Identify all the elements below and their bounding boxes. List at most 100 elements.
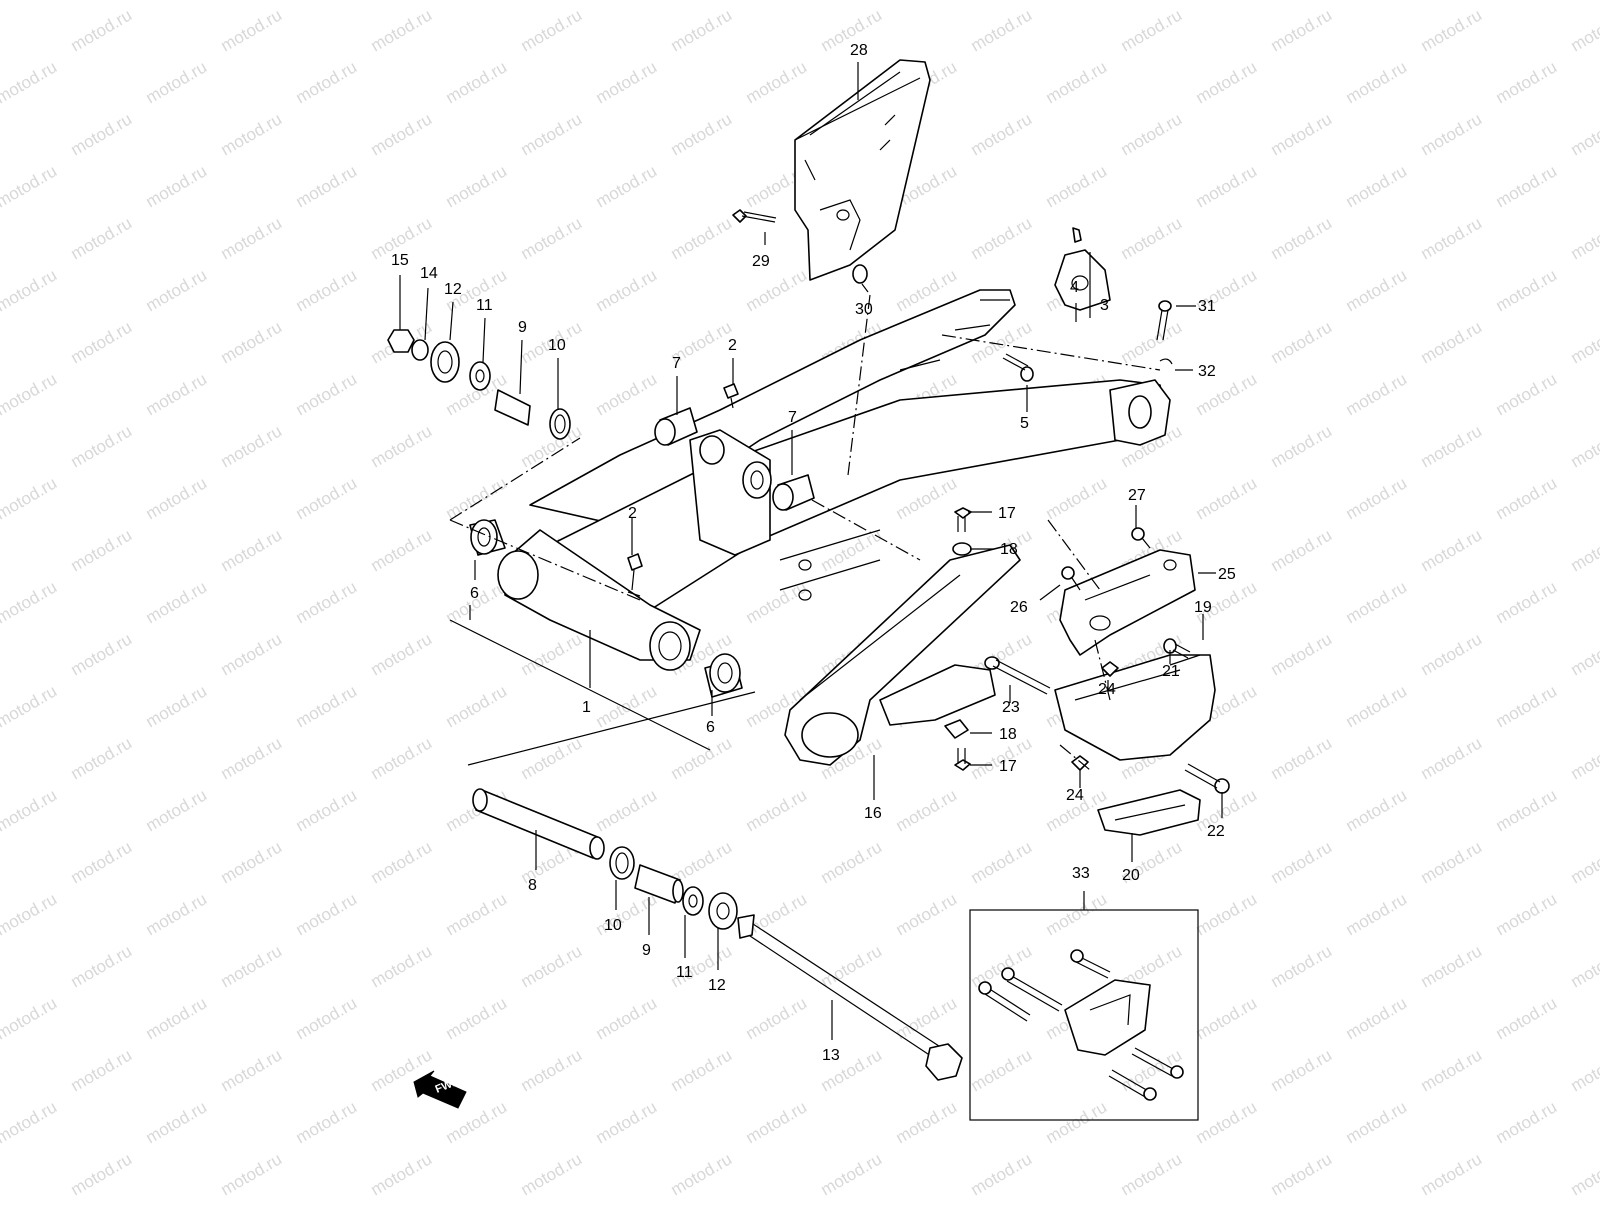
watermark-text: motod.ru — [1268, 837, 1336, 887]
watermark-text: motod.ru — [1493, 369, 1561, 419]
watermark-text: motod.ru — [143, 473, 211, 523]
watermark-text: motod.ru — [1043, 57, 1111, 107]
watermark-text: motod.ru — [368, 421, 436, 471]
callout-10b: 10 — [604, 917, 622, 934]
callout-20: 20 — [1122, 867, 1140, 884]
watermark-text: motod.ru — [1418, 629, 1486, 679]
watermark-text: motod.ru — [1268, 317, 1336, 367]
watermark-text: motod.ru — [968, 109, 1036, 159]
watermark-text: motod.ru — [68, 629, 136, 679]
watermark-text: motod.ru — [1493, 265, 1561, 315]
callout-9a: 9 — [518, 319, 527, 336]
watermark-text: motod.ru — [818, 525, 886, 575]
watermark-text: motod.ru — [143, 681, 211, 731]
watermark-text: motod.ru — [1343, 993, 1411, 1043]
watermark-text: motod.ru — [0, 0, 60, 3]
watermark-text: motod.ru — [68, 421, 136, 471]
watermark-text: motod.ru — [68, 317, 136, 367]
part-11-washer-b — [683, 887, 703, 915]
part-12-seal-b — [709, 893, 737, 929]
watermark-text: motod.ru — [0, 369, 60, 419]
watermark-text: motod.ru — [1043, 0, 1111, 3]
part-10-ring-b — [610, 847, 634, 879]
watermark-text: motod.ru — [1568, 1149, 1600, 1199]
watermark-text: motod.ru — [668, 1149, 736, 1199]
watermark-text: motod.ru — [1268, 5, 1336, 55]
watermark-text: motod.ru — [218, 317, 286, 367]
part-18-nut-b — [945, 720, 968, 738]
callout-6a: 6 — [470, 585, 479, 602]
watermark-text: motod.ru — [1418, 213, 1486, 263]
watermark-text: motod.ru — [293, 0, 361, 3]
watermark-text: motod.ru — [68, 1045, 136, 1095]
callout-17a: 17 — [998, 505, 1016, 522]
watermark-text: motod.ru — [293, 785, 361, 835]
watermark-text: motod.ru — [1193, 161, 1261, 211]
watermark-text: motod.ru — [1418, 733, 1486, 783]
watermark-text: motod.ru — [668, 109, 736, 159]
watermark-text: motod.ru — [0, 993, 60, 1043]
callout-2b: 2 — [628, 505, 637, 522]
part-32-clip — [1160, 359, 1172, 364]
watermark-text: motod.ru — [518, 941, 586, 991]
watermark-text: motod.ru — [1568, 629, 1600, 679]
watermark-text: motod.ru — [668, 1045, 736, 1095]
watermark-text: motod.ru — [593, 1097, 661, 1147]
callout-10a: 10 — [548, 337, 566, 354]
watermark-text: motod.ru — [893, 993, 961, 1043]
part-29-bolt — [733, 210, 776, 222]
watermark-text: motod.ru — [818, 1149, 886, 1199]
watermark-text: motod.ru — [143, 993, 211, 1043]
watermark-text: motod.ru — [68, 1149, 136, 1199]
watermark-text: motod.ru — [743, 1097, 811, 1147]
watermark-text: motod.ru — [1343, 265, 1411, 315]
callout-14: 14 — [420, 265, 438, 282]
watermark-text: motod.ru — [293, 265, 361, 315]
callout-18b: 18 — [999, 726, 1017, 743]
watermark-text: motod.ru — [218, 525, 286, 575]
watermark-text: motod.ru — [1043, 889, 1111, 939]
watermark-text: motod.ru — [818, 941, 886, 991]
watermark-text: motod.ru — [1568, 109, 1600, 159]
watermark-text: motod.ru — [593, 369, 661, 419]
watermark-text: motod.ru — [968, 5, 1036, 55]
watermark-text: motod.ru — [1268, 525, 1336, 575]
callout-5: 5 — [1020, 415, 1029, 432]
watermark-text: motod.ru — [1043, 473, 1111, 523]
watermark-text: motod.ru — [1043, 1097, 1111, 1147]
part-10-ring — [550, 409, 570, 439]
watermark-text: motod.ru — [0, 577, 60, 627]
watermark-text: motod.ru — [0, 1097, 60, 1147]
watermark-text: motod.ru — [1568, 837, 1600, 887]
watermark-text: motod.ru — [218, 213, 286, 263]
watermark-text: motod.ru — [1493, 161, 1561, 211]
watermark-text: motod.ru — [968, 837, 1036, 887]
part-20-guide-shoe — [1098, 790, 1200, 835]
watermark-text: motod.ru — [443, 161, 511, 211]
watermark-text: motod.ru — [668, 5, 736, 55]
watermark-text: motod.ru — [1418, 837, 1486, 887]
watermark-text: motod.ru — [593, 889, 661, 939]
watermark-text: motod.ru — [1493, 473, 1561, 523]
watermark-text: motod.ru — [1268, 733, 1336, 783]
watermark-text: motod.ru — [143, 1097, 211, 1147]
watermark-text: motod.ru — [0, 681, 60, 731]
watermark-text: motod.ru — [68, 213, 136, 263]
watermark-text: motod.ru — [1193, 473, 1261, 523]
watermark-text: motod.ru — [1493, 0, 1561, 3]
watermark-text: motod.ru — [1343, 473, 1411, 523]
watermark-text: motod.ru — [68, 5, 136, 55]
watermark-text: motod.ru — [593, 265, 661, 315]
watermark-text: motod.ru — [743, 577, 811, 627]
watermark-text: motod.ru — [1343, 785, 1411, 835]
watermark-text: motod.ru — [218, 421, 286, 471]
callout-12b: 12 — [708, 977, 726, 994]
watermark-text: motod.ru — [1343, 161, 1411, 211]
watermark-text: motod.ru — [1343, 1097, 1411, 1147]
watermark-text: motod.ru — [0, 265, 60, 315]
watermark-text: motod.ru — [293, 473, 361, 523]
watermark-text: motod.ru — [593, 161, 661, 211]
part-13-pivot-shaft — [738, 915, 962, 1080]
callout-18a: 18 — [1000, 541, 1018, 558]
